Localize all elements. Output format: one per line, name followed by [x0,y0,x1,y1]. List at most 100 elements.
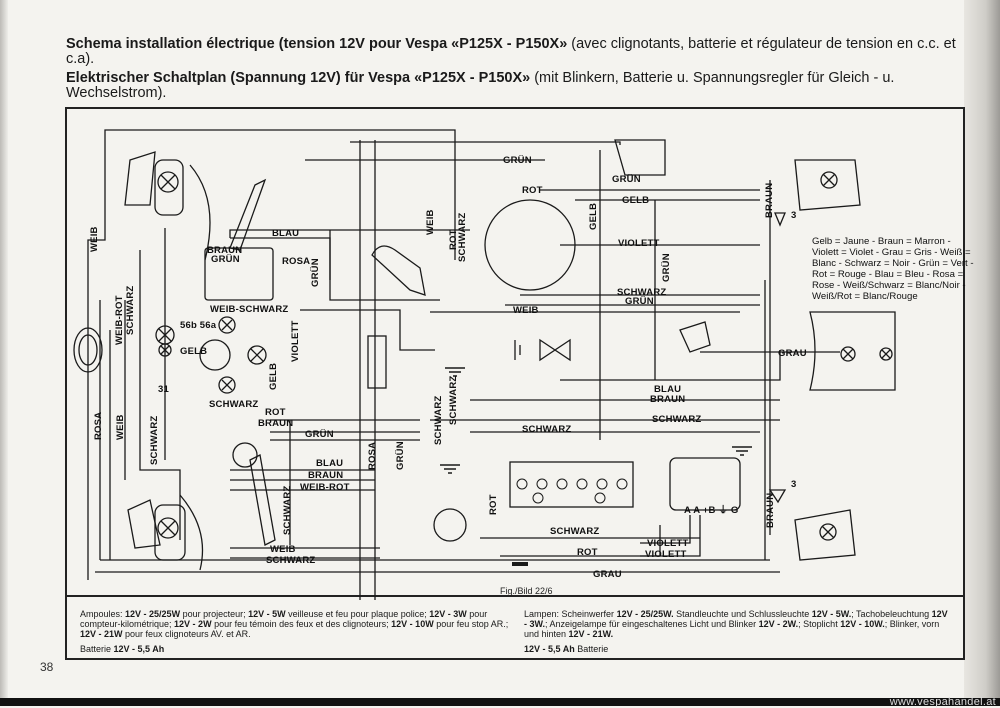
stator [484,199,576,291]
label-horn-3-bottom: 3 [791,479,796,490]
note-text: Standleuchte und Schlussleuchte [673,609,812,619]
note-text: pour feux clignoteurs AV. et AR. [122,629,251,639]
label-schwarz-bottom: SCHWARZ [266,555,315,566]
spec-value: 12V - 2W [174,619,212,629]
page-edge-left [0,0,8,706]
components [73,139,896,571]
label-schwarz-cluster: SCHWARZ [209,399,258,410]
ignition-coil [371,245,426,296]
wire-blau-top [229,229,470,280]
book-spine-shadow [964,0,1000,706]
label-terminal-31: 31 [158,384,169,395]
note-text: ; Blinker, vorn und hinten [524,619,940,639]
label-schwarz-mid: SCHWARZ [522,424,571,435]
ignition-switch [614,139,666,176]
label-rot-vert-lower: ROT [488,494,499,515]
note-text: pour feu témoin des feux et des clignote… [211,619,392,629]
notes-french-bulbs: Ampoules: 12V - 25/25W pour projecteur; … [80,609,510,639]
spec-value: 12V - 21W [80,629,123,639]
label-gelb-vert-stator: GELB [588,203,599,230]
spec-value: 12V - 5W [248,609,286,619]
label-horn-3-top: 3 [791,210,796,221]
spec-value: 12V - 10W [391,619,434,629]
label-gruen-vert: GRÜN [310,258,321,287]
label-violett-2: VIOLETT [645,549,687,560]
note-text: Batterie [574,644,609,654]
spec-value: 12V - 2W. [758,619,799,629]
label-weiss-stator: WEIB [513,305,539,316]
label-schwarz-vert-ground-2: SCHWARZ [448,376,459,425]
wire-outer-loop [87,129,456,580]
label-schwarz-battery: SCHWARZ [550,526,599,537]
notes-german-battery: 12V - 5,5 Ah Batterie [524,644,950,654]
diagram-title: Schema installation électrique (tension … [66,37,956,105]
label-gelb-stator: GELB [622,195,649,206]
spec-value: 12V - 5,5 Ah [113,644,165,654]
label-braun-vert-bottom: BRAUN [765,493,776,528]
label-violett-stator: VIOLETT [618,238,660,249]
label-braun-lower: BRAUN [308,470,343,481]
label-schwarz-vert-left-2: SCHWARZ [149,416,160,465]
spec-value: 12V - 10W. [840,619,885,629]
label-grau-bottom: GRAU [593,569,622,580]
label-schwarz-vert-left: SCHWARZ [125,286,136,335]
label-schwarz-vert: SCHWARZ [457,213,468,262]
label-gruen-vert-lower: GRÜN [395,441,406,470]
label-gelb-vert: GELB [268,363,279,390]
label-violett-1: VIOLETT [647,538,689,549]
label-braun-right: BRAUN [650,394,685,405]
notes-german-bulbs: Lampen: Scheinwerfer 12V - 25/25W. Stand… [524,609,950,639]
label-rot-stator: ROT [522,185,543,196]
label-rosa-vert: ROSA [367,442,378,470]
ground-symbols [440,367,752,474]
front-left-indicator-housing [124,151,156,206]
notes-french: Ampoules: 12V - 25/25W pour projecteur; … [80,609,510,659]
label-56b56a: 56b 56a [180,320,217,331]
label-braun-vert-top: BRAUN [764,183,775,218]
wires [87,129,840,600]
label-weiss-rot-vert: WEIB-ROT [114,295,125,345]
label-gruen-top: GRÜN [503,155,532,166]
label-gruen-stator: GRÜN [625,296,654,307]
note-text: veilleuse et feu pour plaque police; [285,609,430,619]
note-text: ; Anzeigelampe für eingeschaltenes Licht… [545,619,759,629]
label-braun-cluster: BRAUN [258,418,293,429]
note-text: ; Tachobeleuchtung [851,609,932,619]
spec-value: 12V - 25/25W [125,609,181,619]
label-braun-switch: BRAUN [207,245,242,256]
note-text: pour projecteur; [180,609,249,619]
wire-blau-right [560,350,781,381]
notes-german: Lampen: Scheinwerfer 12V - 25/25W. Stand… [524,609,950,659]
label-violett-vert: VIOLETT [290,320,301,362]
stop-lamp-switch [433,508,467,542]
wire-weiss-schwarz-bottom [230,547,380,559]
title-french: Schema installation électrique (tension … [66,36,956,67]
note-text: Batterie [80,644,114,654]
stop-switch [679,321,711,353]
label-blau-right: BLAU [654,384,681,395]
indicator-lamp-top [157,171,179,193]
warning-lamp [539,338,571,362]
note-text: Lampen: Scheinwerfer [524,609,617,619]
label-weiss-schwarz: WEIB-SCHWARZ [210,304,288,315]
label-gruen-vert-right: GRÜN [661,253,672,282]
label-weiss-vert-left-2: WEIB [115,414,126,440]
label-rosa-vert-left: ROSA [93,412,104,440]
wire-gruen-mid [329,230,440,301]
label-gelb-left: GELB [180,346,207,357]
label-gruen-switch: GRÜN [612,174,641,185]
diagram-frame [65,107,965,597]
website-watermark: www.vespahandel.at [889,696,996,708]
label-schwarz-vert-ground-1: SCHWARZ [433,396,444,445]
tail-light [809,311,896,391]
voltage-regulator [669,457,741,511]
indicator-lamp-bottom [157,517,179,539]
wire-violett [300,309,435,351]
label-schwarz-stator: SCHWARZ [617,287,666,298]
label-schwarz-right: SCHWARZ [652,414,701,425]
label-grau-tail: GRAU [778,348,807,359]
title-german: Elektrischer Schaltplan (Spannung 12V) f… [66,70,895,101]
notes-frame [65,596,965,660]
label-schwarz-vert-bottom: SCHWARZ [282,486,293,535]
label-blau-top: BLAU [272,228,299,239]
